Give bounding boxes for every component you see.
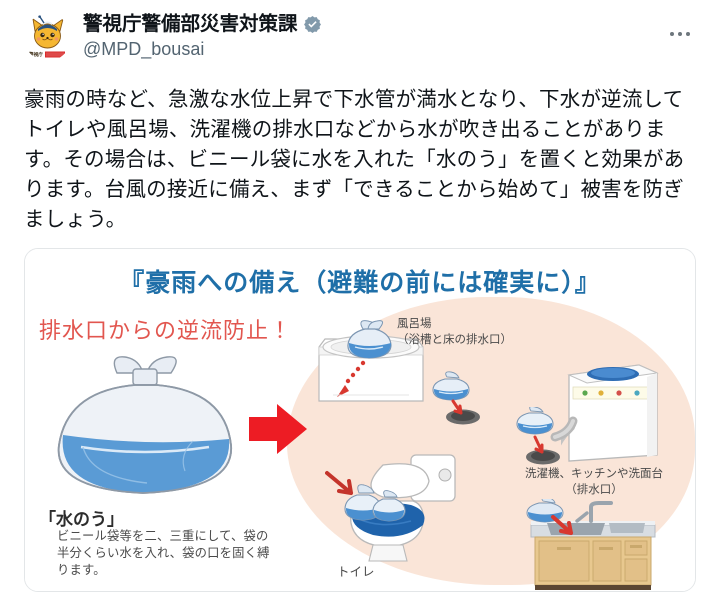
- ellipsis-icon-dot: [678, 32, 682, 36]
- poster-illustration: 『豪雨への備え（避難の前には確実に）』 排水口からの逆流防止！: [25, 249, 695, 591]
- water-bag-caption-body: ビニール袋等を二、三重にして、袋の半分くらい水を入れ、袋の口を固く縛ります。: [57, 529, 270, 577]
- sink-illustration: [517, 496, 667, 591]
- pipo-kun-mascot-avatar-icon: 警視庁: [24, 14, 71, 61]
- verified-badge-icon: [303, 15, 322, 34]
- identity-block: 警視庁警備部災害対策課 @MPD_bousai: [83, 14, 322, 59]
- label-toilet: トイレ: [337, 564, 375, 579]
- floor-drain-illustration: [421, 371, 493, 429]
- bathtub-illustration: [311, 311, 431, 423]
- washer-drain-illustration: [509, 406, 583, 469]
- tweet-media-card[interactable]: 『豪雨への備え（避難の前には確実に）』 排水口からの逆流防止！: [24, 248, 696, 592]
- poster-title: 『豪雨への備え（避難の前には確実に）』: [119, 268, 601, 297]
- account-handle[interactable]: @MPD_bousai: [83, 38, 205, 59]
- toilet-illustration: [325, 449, 465, 567]
- label-bathroom: 風呂場 （浴槽と床の排水口）: [397, 316, 512, 346]
- name-row: 警視庁警備部災害対策課: [83, 13, 322, 35]
- water-bag-caption-title: 「水のう」: [39, 510, 124, 530]
- svg-text:警視庁: 警視庁: [28, 51, 43, 58]
- poster-headline: 排水口からの逆流防止！: [39, 319, 293, 344]
- tweet-header: 警視庁 警視庁警備部災害対策課 @MPD_bousai: [24, 14, 696, 72]
- label-washer: 洗濯機、キッチンや洗面台 （排水口）: [525, 466, 663, 496]
- water-bag-large-illustration: [43, 343, 248, 503]
- ellipsis-icon-dot: [685, 32, 690, 36]
- tweet-body-text: 豪雨の時など、急激な水位上昇で下水管が満水となり、下水が逆流してトイレや風呂場、…: [24, 87, 685, 231]
- more-options-button[interactable]: [664, 22, 696, 46]
- avatar[interactable]: 警視庁: [24, 14, 71, 61]
- ellipsis-icon-dot: [670, 32, 675, 36]
- display-name[interactable]: 警視庁警備部災害対策課: [83, 13, 298, 35]
- red-arrow-icon: [247, 401, 309, 457]
